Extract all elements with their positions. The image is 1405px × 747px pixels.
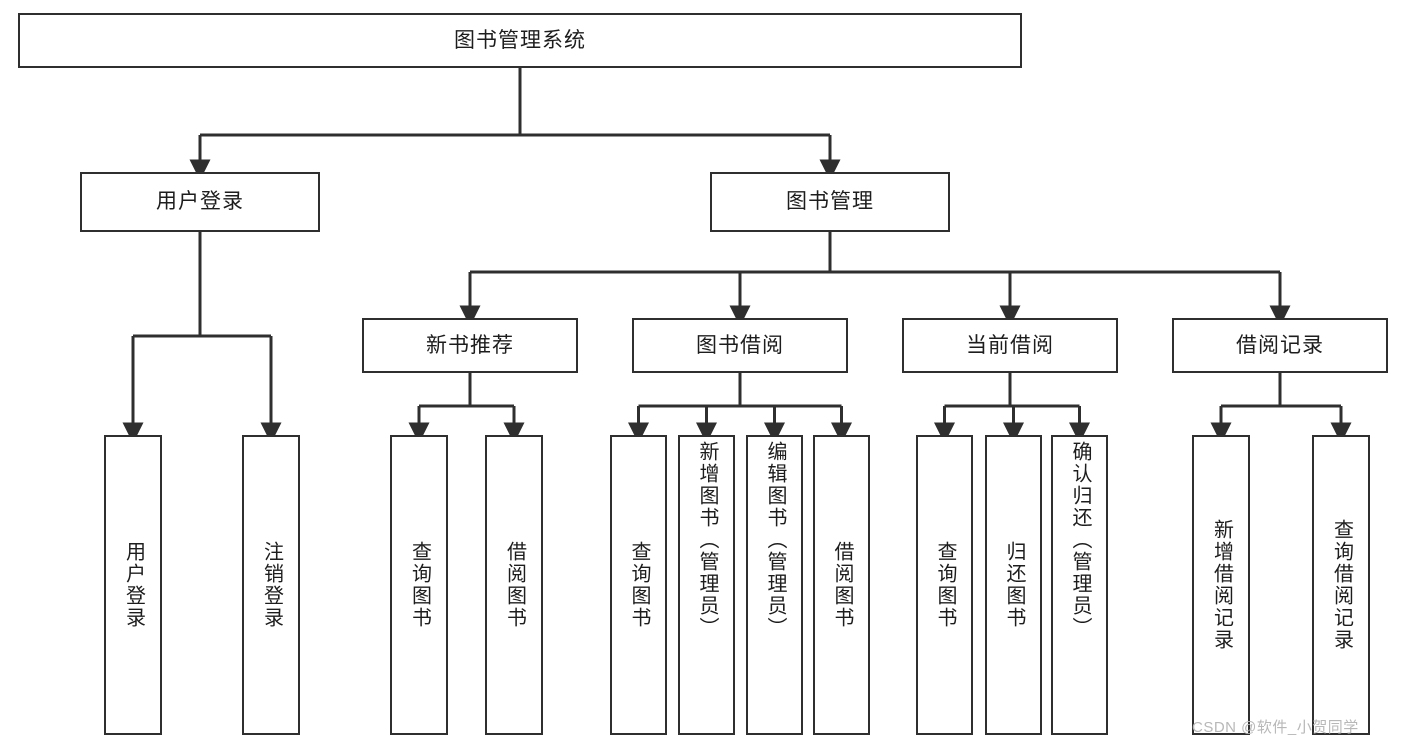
leaf-confirm-return-admin[interactable]: 确认归还（管理员） [1051,435,1108,735]
node-user-login[interactable]: 用户登录 [80,172,320,232]
node-current-borrowing[interactable]: 当前借阅 [902,318,1118,373]
node-root[interactable]: 图书管理系统 [18,13,1022,68]
leaf-logout-login[interactable]: 注销登录 [242,435,300,735]
leaf-add-borrow-record[interactable]: 新增借阅记录 [1192,435,1250,735]
leaf-query-book-current[interactable]: 查询图书 [916,435,973,735]
leaf-edit-book-admin[interactable]: 编辑图书（管理员） [746,435,803,735]
node-book-management[interactable]: 图书管理 [710,172,950,232]
node-borrowing-record[interactable]: 借阅记录 [1172,318,1388,373]
leaf-user-login[interactable]: 用户登录 [104,435,162,735]
node-new-book-recommendation[interactable]: 新书推荐 [362,318,578,373]
leaf-return-book[interactable]: 归还图书 [985,435,1042,735]
leaf-add-book-admin[interactable]: 新增图书（管理员） [678,435,735,735]
leaf-query-book-borrowing[interactable]: 查询图书 [610,435,667,735]
leaf-borrow-book-borrowing[interactable]: 借阅图书 [813,435,870,735]
leaf-query-book-recommendation[interactable]: 查询图书 [390,435,448,735]
csdn-watermark: CSDN @软件_小贺同学 [1192,719,1359,736]
leaf-query-borrow-record[interactable]: 查询借阅记录 [1312,435,1370,735]
node-book-borrowing[interactable]: 图书借阅 [632,318,848,373]
leaf-borrow-book-recommendation[interactable]: 借阅图书 [485,435,543,735]
